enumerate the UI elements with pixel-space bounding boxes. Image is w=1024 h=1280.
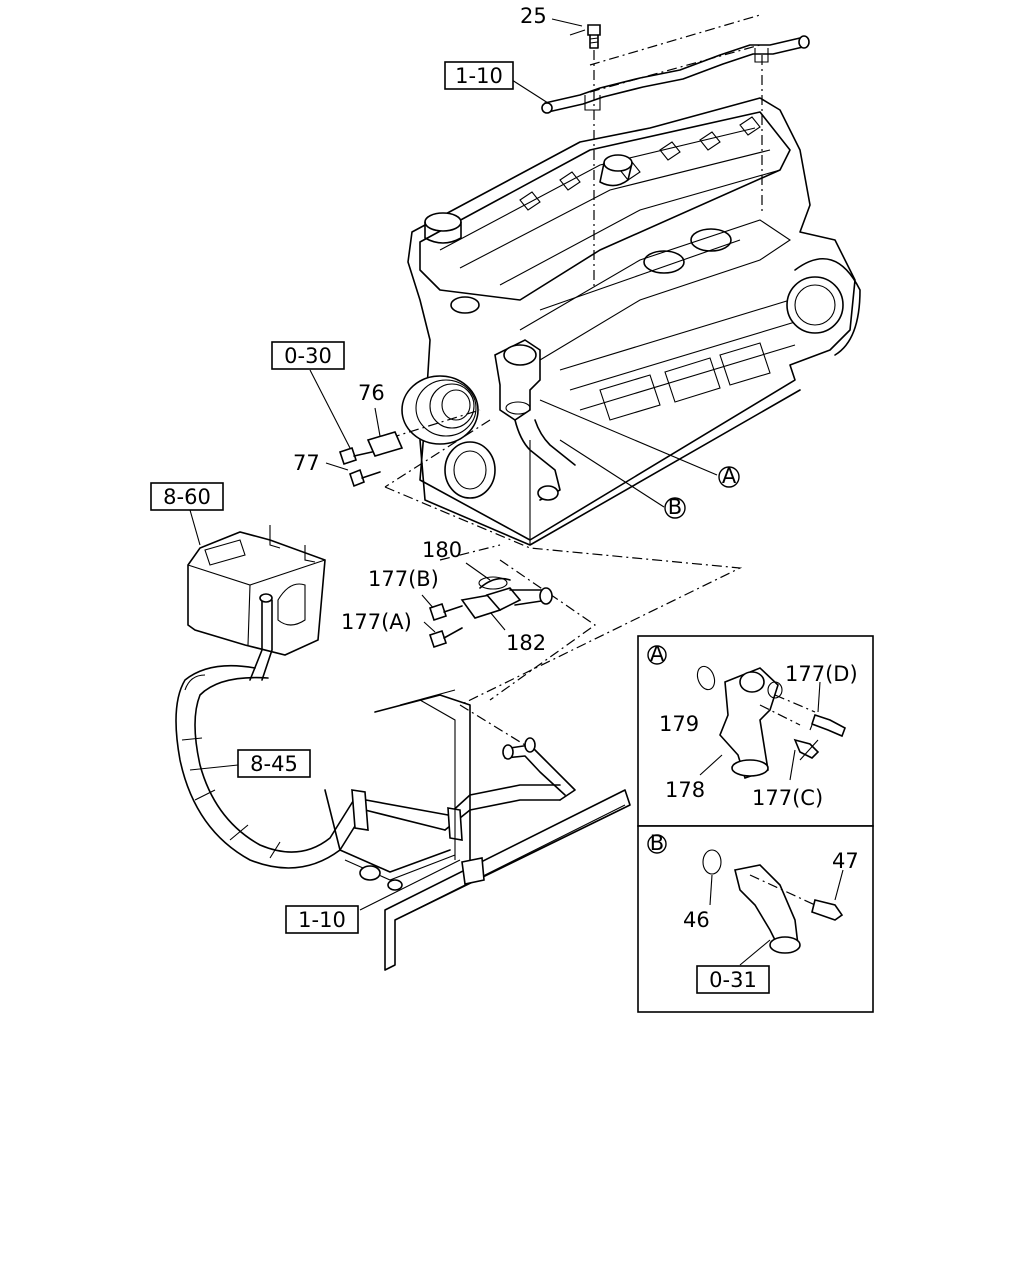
ref-box-8-45[interactable] (237, 749, 311, 778)
part-label-177c: 177(C) (752, 786, 823, 810)
reservoir-tank-drawing (187, 525, 326, 681)
ref-box-8-60[interactable] (150, 482, 224, 511)
part-label-47: 47 (832, 849, 859, 873)
part-label-77: 77 (293, 451, 320, 475)
part-label-182: 182 (506, 631, 546, 655)
part-label-178: 178 (665, 778, 705, 802)
ref-box-1-10-top[interactable] (444, 61, 514, 90)
ref-box-0-31[interactable] (696, 965, 770, 994)
part-label-177d: 177(D) (785, 662, 858, 686)
radiator-frame-drawing (324, 689, 631, 971)
callout-b-label: B (668, 495, 682, 519)
ref-box-1-10-bottom[interactable] (285, 905, 359, 934)
inset-panel-a: A (637, 635, 874, 827)
ref-label-8-60[interactable]: 8-60 (163, 485, 211, 509)
part-label-46: 46 (683, 908, 710, 932)
ref-label-0-31[interactable]: 0-31 (709, 968, 757, 992)
callout-b-circle (664, 497, 686, 519)
inset-b-title: B (650, 831, 664, 855)
coolant-pipe-top (541, 14, 810, 290)
thermostat-assembly-drawing (428, 576, 553, 649)
part-labels: 25 76 77 180 177(B) 177(A) 182 179 177(D… (293, 4, 859, 932)
radiator-hose-drawing (175, 664, 561, 869)
ref-label-8-45[interactable]: 8-45 (250, 752, 298, 776)
part-label-180: 180 (422, 538, 462, 562)
routing-dash-lines (384, 409, 743, 746)
ref-label-1-10-bottom[interactable]: 1-10 (298, 908, 346, 932)
ref-box-0-30[interactable] (271, 341, 345, 370)
bolt-25-drawing (587, 24, 601, 49)
bracket-and-bolts-76-77 (338, 431, 404, 488)
part-label-179: 179 (659, 712, 699, 736)
part-label-76: 76 (358, 381, 385, 405)
inset-b-badge (647, 834, 667, 854)
ref-label-1-10-top[interactable]: 1-10 (455, 64, 503, 88)
inset-a-title: A (650, 642, 665, 666)
callout-a-label: A (722, 464, 737, 488)
reference-boxes: 1-10 0-30 8-60 8-45 1-10 0-31 (150, 61, 770, 994)
part-label-25: 25 (520, 4, 547, 28)
part-label-177b: 177(B) (368, 567, 439, 591)
inset-a-badge (647, 645, 667, 665)
part-label-177a: 177(A) (341, 610, 412, 634)
ref-label-0-30[interactable]: 0-30 (284, 344, 332, 368)
callout-a-circle (718, 466, 740, 488)
engine-assembly-drawing (401, 97, 861, 546)
callout-circles: A B (664, 464, 740, 519)
